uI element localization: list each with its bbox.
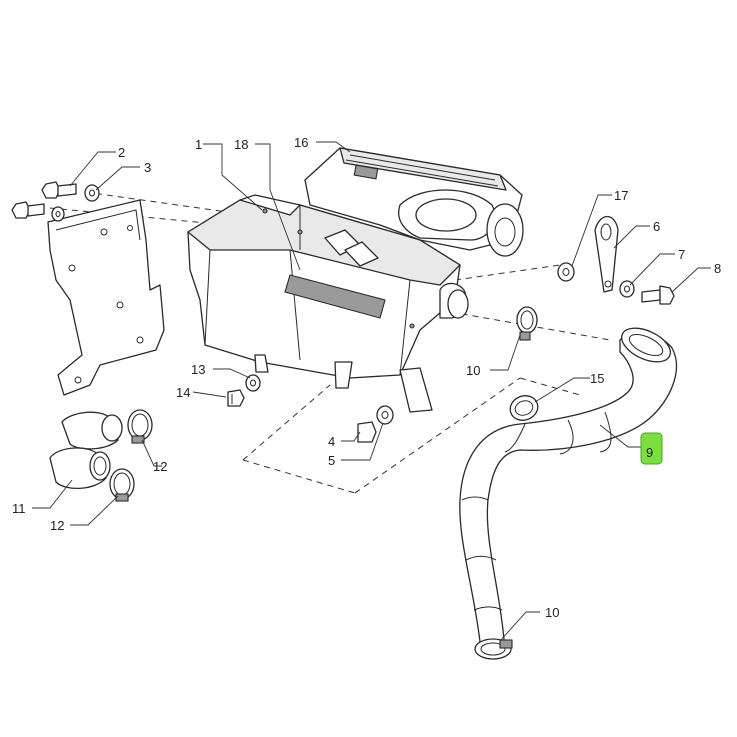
callout-7: 7 [678,247,685,262]
air-box [187,194,469,413]
hose-clamp-10-upper [516,306,538,341]
callout-10-lower: 10 [545,605,559,620]
hose-clamp-12-lower [109,468,135,502]
bolt-2 [41,181,77,199]
callout-17: 17 [614,188,628,203]
bolt-left [11,201,45,219]
washer-3 [84,184,100,202]
callout-15: 15 [590,371,604,386]
callout-13: 13 [191,362,205,377]
housing-lid [304,147,524,257]
hose-clamp-15 [509,395,539,421]
callout-14: 14 [176,385,190,400]
washer-5 [376,405,394,425]
callout-6: 6 [653,219,660,234]
strap-6 [594,215,619,293]
callout-5: 5 [328,453,335,468]
bolt-14 [227,389,245,407]
highlight-box [640,432,663,465]
callout-labels: 1 18 16 2 3 17 6 7 8 10 13 14 15 9 4 5 1… [12,135,721,620]
hose-clamp-12-upper [127,409,153,444]
callout-9: 9 [646,445,653,460]
hose-clamp-10-lower [474,638,513,660]
callout-2: 2 [118,145,125,160]
callout-12-upper: 12 [153,459,167,474]
callout-16: 16 [294,135,308,150]
callout-18: 18 [234,137,248,152]
bolt-8 [641,285,675,305]
intake-hose-9 [459,327,677,643]
bolt-4 [357,421,377,443]
callout-10-upper: 10 [466,363,480,378]
hose-coupler-11 [49,411,123,489]
callout-11: 11 [12,501,26,516]
mounting-bracket [47,199,165,396]
washer-left [51,206,65,222]
washer-13 [245,374,261,392]
callout-1: 1 [195,137,202,152]
callout-12-lower: 12 [50,518,64,533]
callout-4: 4 [328,434,335,449]
callout-3: 3 [144,160,151,175]
leader-lines [32,141,711,642]
callout-8: 8 [714,261,721,276]
washer-17 [557,262,575,282]
